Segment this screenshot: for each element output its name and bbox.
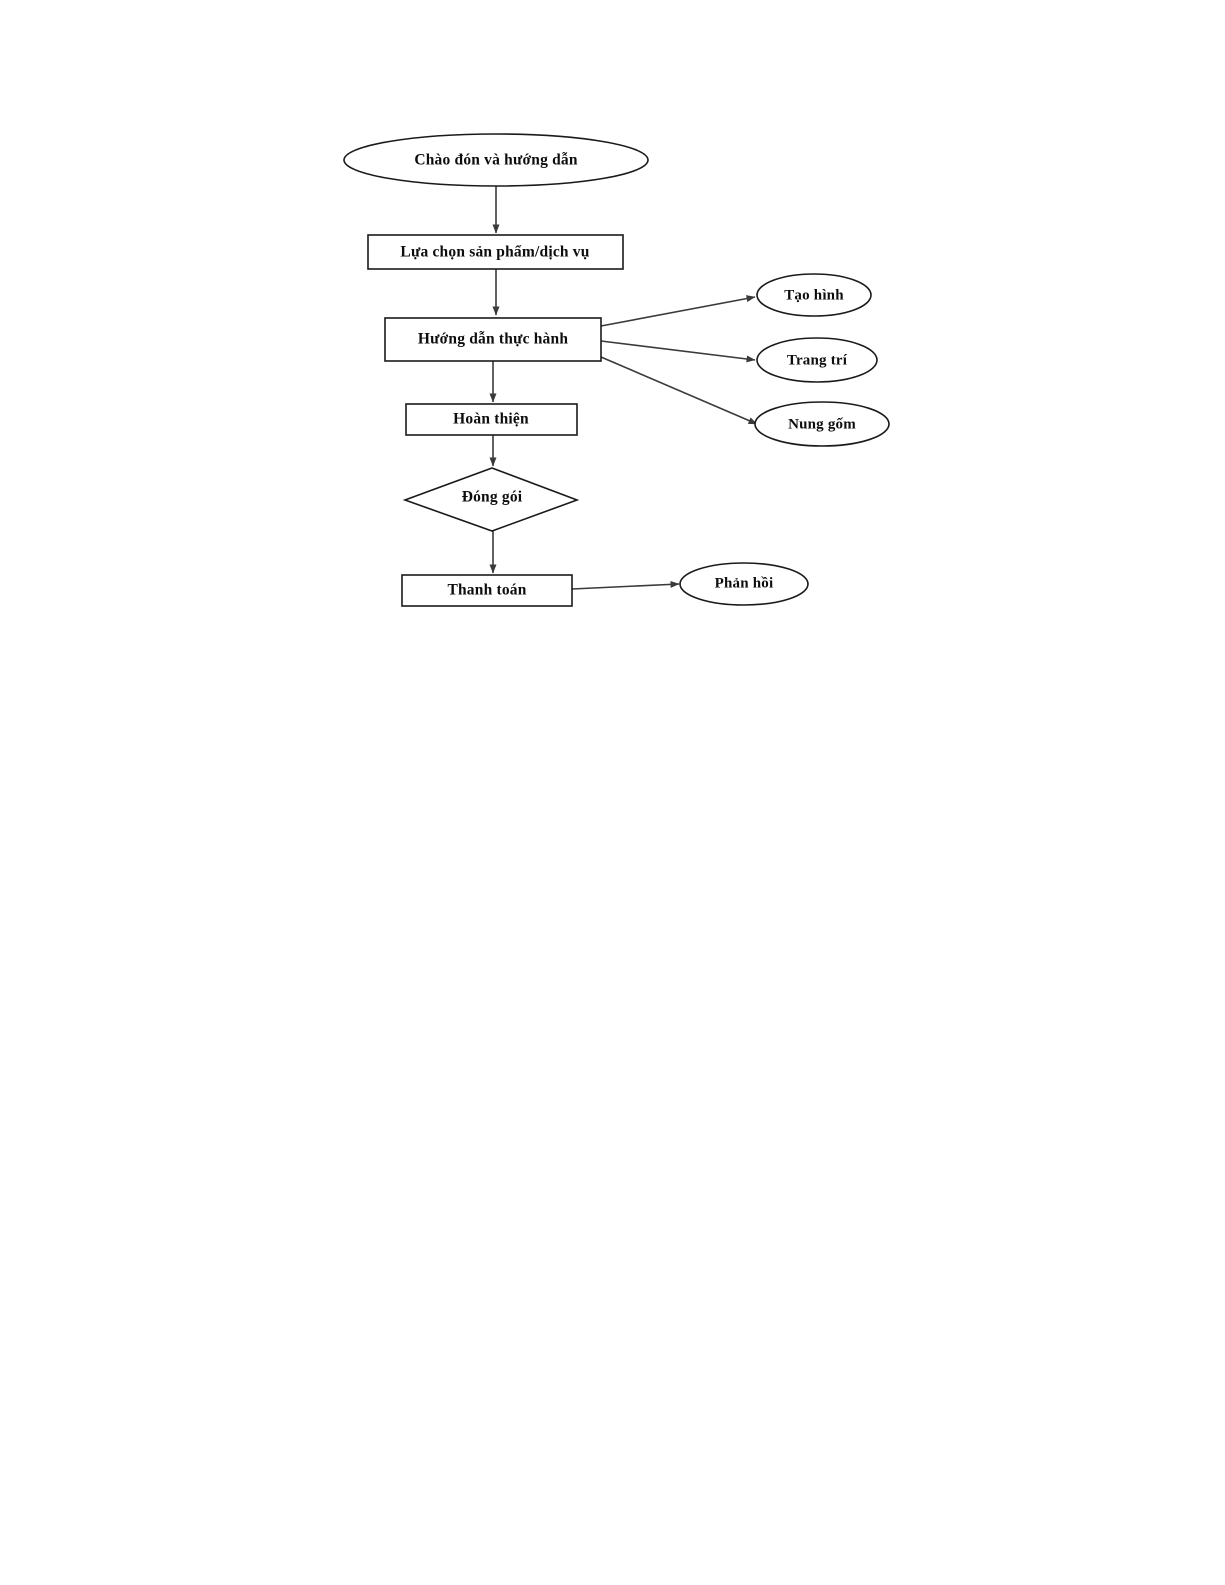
node-select-product[interactable]: Lựa chọn sản phẩm/dịch vụ xyxy=(367,234,624,270)
edge-practice-guide-to-firing xyxy=(600,356,758,425)
shaping-label: Tạo hình xyxy=(784,287,844,303)
decorating-ellipse-shape[interactable] xyxy=(756,337,878,383)
edge-practice-guide-to-decorating xyxy=(600,340,756,363)
node-start[interactable]: Chào đón và hướng dẫn xyxy=(343,133,649,187)
node-firing[interactable]: Nung gốm xyxy=(754,401,890,447)
firing-label: Nung gốm xyxy=(788,416,856,432)
packaging-label: Đóng gói xyxy=(462,489,523,506)
packaging-diamond-shape[interactable] xyxy=(402,467,580,532)
start-label: Chào đón và hướng dẫn xyxy=(414,152,578,169)
feedback-label: Phản hồi xyxy=(715,575,774,591)
firing-ellipse-shape[interactable] xyxy=(754,401,890,447)
payment-rect-shape[interactable] xyxy=(401,574,573,607)
select-product-label: Lựa chọn sản phẩm/dịch vụ xyxy=(400,244,589,261)
node-packaging[interactable]: Đóng gói xyxy=(402,467,580,532)
node-decorating[interactable]: Trang trí xyxy=(756,337,878,383)
start-ellipse-shape[interactable] xyxy=(343,133,649,187)
node-finishing[interactable]: Hoàn thiện xyxy=(405,403,578,436)
practice-guide-label: Hướng dẫn thực hành xyxy=(418,331,568,348)
payment-label: Thanh toán xyxy=(447,582,526,599)
decorating-label: Trang trí xyxy=(787,352,848,368)
finishing-label: Hoàn thiện xyxy=(453,411,529,428)
finishing-rect-shape[interactable] xyxy=(405,403,578,436)
edge-practice-guide-to-shaping xyxy=(600,295,756,327)
select-product-rect-shape[interactable] xyxy=(367,234,624,270)
node-practice-guide[interactable]: Hướng dẫn thực hành xyxy=(384,317,602,362)
node-payment[interactable]: Thanh toán xyxy=(401,574,573,607)
edge-layer xyxy=(489,186,758,590)
practice-guide-rect-shape[interactable] xyxy=(384,317,602,362)
shaping-ellipse-shape[interactable] xyxy=(756,273,872,317)
node-feedback[interactable]: Phản hồi xyxy=(679,562,809,606)
feedback-ellipse-shape[interactable] xyxy=(679,562,809,606)
node-shaping[interactable]: Tạo hình xyxy=(756,273,872,317)
edge-payment-to-feedback xyxy=(571,580,680,590)
